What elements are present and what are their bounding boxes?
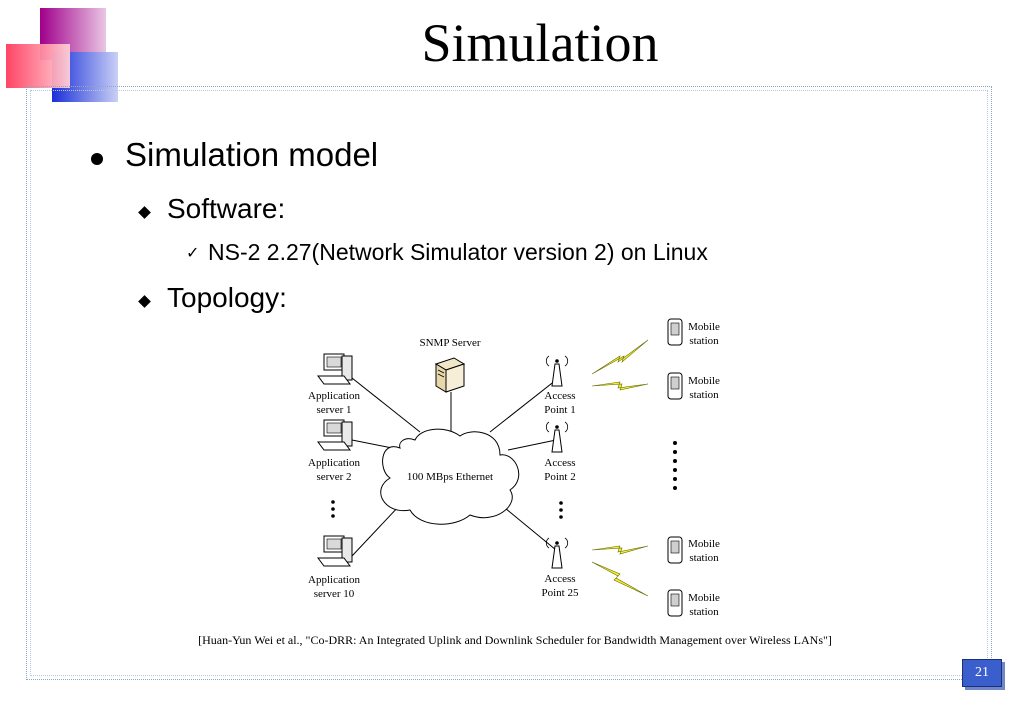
computer-icon [317, 353, 353, 385]
mobile-device-icon [667, 536, 683, 564]
antenna-icon [545, 421, 569, 453]
ellipsis-icon [673, 441, 677, 490]
citation: [Huan-Yun Wei et al., "Co-DRR: An Integr… [198, 633, 832, 647]
content-frame [26, 86, 992, 680]
antenna-icon [545, 537, 569, 569]
wireless-link-icon [591, 339, 649, 597]
bullet-topology: Topology: [167, 282, 287, 313]
bullet-simulation-model: Simulation model [125, 136, 379, 173]
slide-title: Simulation [421, 13, 659, 73]
snmp-server-label: SNMP Server [419, 337, 481, 349]
page-number-badge: 21 [962, 659, 1002, 687]
content-frame-inner [30, 90, 988, 676]
mobile-device-icon [667, 589, 683, 617]
computer-icon [317, 535, 353, 567]
antenna-icon [545, 355, 569, 387]
mobile-device-icon [667, 372, 683, 400]
ellipsis-icon [331, 500, 335, 518]
server-icon [434, 357, 466, 393]
bullet-ns2: NS-2 2.27(Network Simulator version 2) o… [208, 239, 708, 265]
mobile-device-icon [667, 318, 683, 346]
checkmark-icon: ✓ [186, 243, 200, 262]
ethernet-cloud-icon [380, 428, 520, 525]
ellipsis-icon [559, 501, 563, 519]
connection-lines [351, 377, 557, 557]
bullet-dot-icon [91, 153, 103, 165]
computer-icon [317, 419, 353, 451]
bullet-software: Software: [167, 193, 286, 224]
ethernet-label: 100 MBps Ethernet [406, 471, 494, 483]
